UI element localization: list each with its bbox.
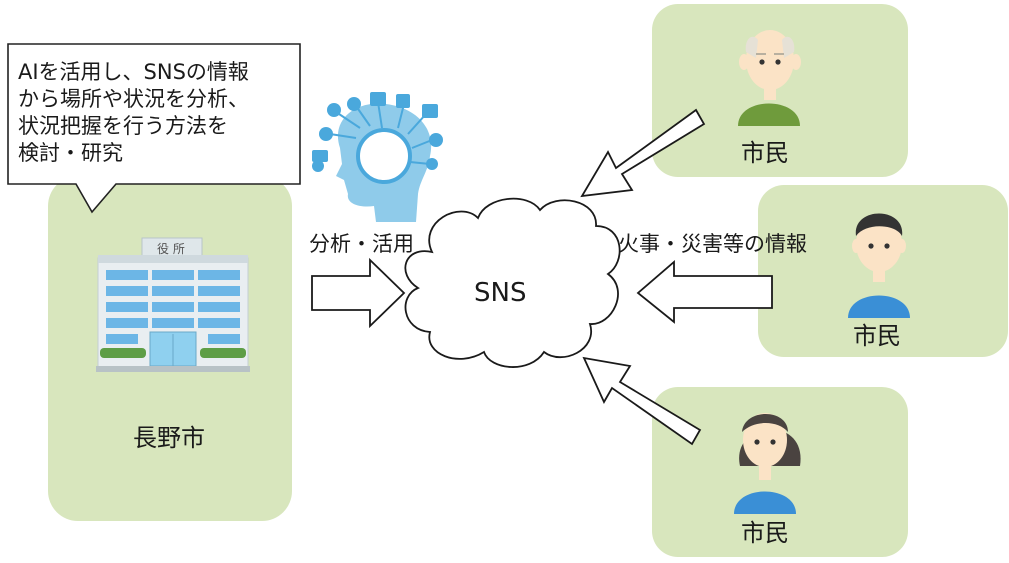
citizen-label-1: 市民 [741,139,789,167]
ai-badge: AI [368,140,391,164]
incident-info-label: 火事・災害等の情報 [618,232,807,256]
ai-brain-icon [312,92,443,222]
sns-cloud [404,197,621,368]
arrow-from-citizen-3 [582,356,702,446]
young-man-icon [848,213,910,318]
citizen-label-3: 市民 [741,519,789,547]
elderly-man-icon [738,30,801,126]
citizen-label-2: 市民 [853,322,901,350]
arrow-from-citizen-2 [636,260,773,324]
arrow-from-citizen-1 [580,108,706,198]
callout-bubble [7,43,301,214]
citizen-panel-3 [652,387,908,557]
city-hall-icon [96,237,250,372]
analysis-label: 分析・活用 [309,232,414,256]
city-hall-sign: 役 所 [157,242,185,256]
woman-icon [734,413,801,514]
sns-label: SNS [474,278,527,308]
city-name: 長野市 [133,424,205,452]
arrow-analysis [311,257,406,329]
callout-text: AIを活用し、SNSの情報 から場所や状況を分析、 状況把握を行う方法を 検討・… [18,60,249,165]
